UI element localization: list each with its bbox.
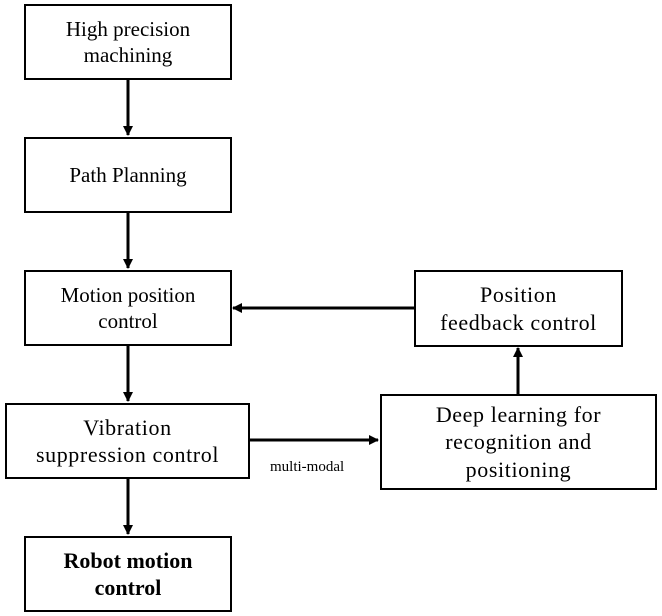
position-feedback-control-box: Position feedback control (414, 270, 623, 347)
robot-motion-control-label: Robot motion control (63, 547, 193, 601)
motion-position-control-box: Motion position control (24, 270, 232, 346)
position-feedback-control-label: Position feedback control (440, 282, 597, 335)
path-planning-box: Path Planning (24, 137, 232, 213)
robot-motion-control-box: Robot motion control (24, 536, 232, 612)
vibration-suppression-control-label: Vibration suppression control (35, 414, 220, 468)
high-precision-machining-label: High precision machining (65, 16, 191, 67)
motion-position-control-label: Motion position control (60, 282, 196, 333)
high-precision-machining-box: High precision machining (24, 4, 232, 80)
vibration-suppression-control-box: Vibration suppression control (5, 403, 250, 479)
deep-learning-label: Deep learning for recognition and positi… (435, 401, 602, 482)
deep-learning-box: Deep learning for recognition and positi… (380, 394, 657, 490)
path-planning-label: Path Planning (69, 162, 187, 187)
multi-modal-edge-label: multi-modal (270, 459, 345, 475)
